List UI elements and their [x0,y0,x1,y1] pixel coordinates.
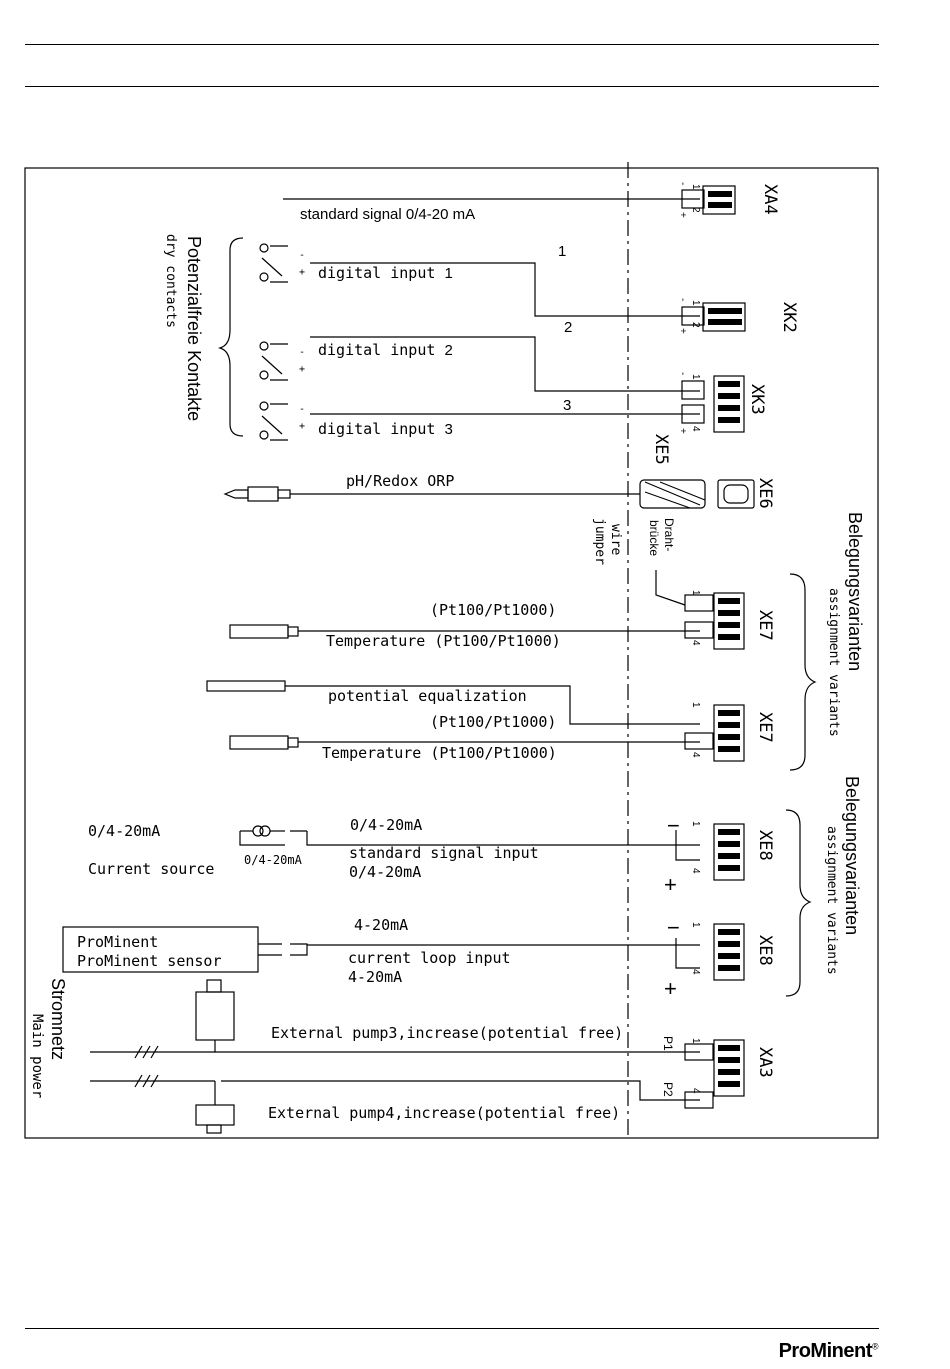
pin-xk3-minus: - [677,372,688,375]
connector-xe7-b: XE7 [755,712,775,743]
xe8b-plus: + [664,976,677,1001]
label-stromnetz: Stromnetz [48,978,68,1060]
label-belegungsvarianten-2: Belegungsvarianten [842,776,862,935]
pin-xe7b-4: 4 [690,752,701,758]
label-belegungsvarianten-1: Belegungsvarianten [845,512,865,671]
connector-xa4: XA4 [760,184,780,215]
label-potential-equalization: potential equalization [328,687,527,705]
label-prominent: ProMinent [77,933,158,951]
label-pt-1: (Pt100/Pt1000) [430,601,556,619]
label-digital-input-3: digital input 3 [318,420,453,438]
label-wire: wire [608,524,623,555]
label-loop-2: 4-20mA [348,968,402,986]
label-digital-input-1: digital input 1 [318,264,453,282]
pin-xa3-4: 4 [690,1088,701,1094]
connector-xk3: XK3 [747,384,767,415]
label-standard-signal-top: standard signal 0/4-20 mA [300,206,475,223]
pin-xe8b-1: 1 [690,922,701,928]
label-main-power: Main power [29,1014,45,1098]
pin-xe7a-4: 4 [690,640,701,646]
label-current-source: Current source [88,860,214,878]
label-loop-top: 4-20mA [354,916,408,934]
pin-p1: P1 [661,1036,675,1051]
pin-xa4-plus: + [677,212,688,218]
label-bruecke: brücke [647,520,661,556]
sign-plus-3: + [299,421,305,432]
pin-xk2-minus: - [677,298,688,301]
header-rule-bottom [25,86,879,87]
xe8b-minus: − [667,915,680,940]
connector-xe8-a: XE8 [755,830,775,861]
label-signal-1: standard signal input [349,844,539,862]
xe8a-plus: + [664,872,677,897]
pin-xa4-minus: - [677,182,688,185]
diagram-frame [24,167,879,1139]
prominent-logo: ProMinent® [778,1340,879,1362]
label-current-source-symbol: 0/4-20mA [244,853,303,867]
assignment-brace-1 [789,573,817,771]
prominent-sensor-box [62,926,259,973]
xe8a-minus: − [667,813,680,838]
label-temperature-2: Temperature (Pt100/Pt1000) [322,744,557,762]
label-dry-contacts: dry contacts [163,234,178,328]
label-pt-2: (Pt100/Pt1000) [430,713,556,731]
dry-contacts-brace [217,237,244,437]
assignment-brace-2 [785,809,812,997]
label-pump3: External pump3,increase(potential free) [271,1024,623,1042]
label-signal-2: 0/4-20mA [349,863,421,881]
sign-minus-3: - [299,404,305,415]
pin-xa4-2: 2 [690,207,701,213]
pin-xk3-plus: + [677,428,688,434]
connector-xe7-a: XE7 [755,610,775,641]
pin-xk2-1: 1 [690,300,701,306]
pin-xk2-plus: + [677,328,688,334]
pin-xk2-2: 2 [690,322,701,328]
connector-xk2: XK2 [779,302,799,333]
pin-p2: P2 [661,1082,675,1097]
label-loop-1: current loop input [348,949,511,967]
pin-xa3-1: 1 [690,1038,701,1044]
label-assignment-variants-1: assignment variants [826,588,841,737]
connector-xe6: XE6 [755,478,775,509]
label-temperature-1: Temperature (Pt100/Pt1000) [326,632,561,650]
footer-rule [25,1328,879,1329]
header-rule-top [25,44,879,45]
label-digital-input-2: digital input 2 [318,341,453,359]
pin-xe7a-1: 1 [690,590,701,596]
sign-minus-2: - [299,347,305,358]
sign-minus-1: - [299,250,305,261]
pin-xa4-1: 1 [690,184,701,190]
pin-xe8a-4: 4 [690,868,701,874]
connector-xa3: XA3 [755,1047,775,1078]
wire-number-3: 3 [563,397,571,414]
coax-connector [639,479,706,509]
label-prominent-sensor: ProMinent sensor [77,952,222,970]
label-current-source-value: 0/4-20mA [88,822,160,840]
connector-xe5: XE5 [651,434,671,465]
label-draht: Draht- [662,518,676,551]
pin-xk3-4: 4 [690,426,701,432]
pin-xe8a-1: 1 [690,821,701,827]
pin-xe7b-1: 1 [690,702,701,708]
sign-plus-2: + [299,364,305,375]
pin-xe8b-4: 4 [690,969,701,975]
label-assignment-variants-2: assignment variants [824,826,839,975]
label-ph-redox: pH/Redox ORP [346,472,454,490]
wire-number-2: 2 [564,319,572,336]
label-potenzialfreie-kontakte: Potenzialfreie Kontakte [184,236,204,421]
connector-xe8-b: XE8 [755,935,775,966]
label-signal-top: 0/4-20mA [350,816,422,834]
sign-plus-1: + [299,267,305,278]
label-pump4: External pump4,increase(potential free) [268,1104,620,1122]
pin-xk3-1: 1 [690,374,701,380]
label-jumper: jumper [592,518,607,565]
wire-number-1: 1 [558,243,566,260]
